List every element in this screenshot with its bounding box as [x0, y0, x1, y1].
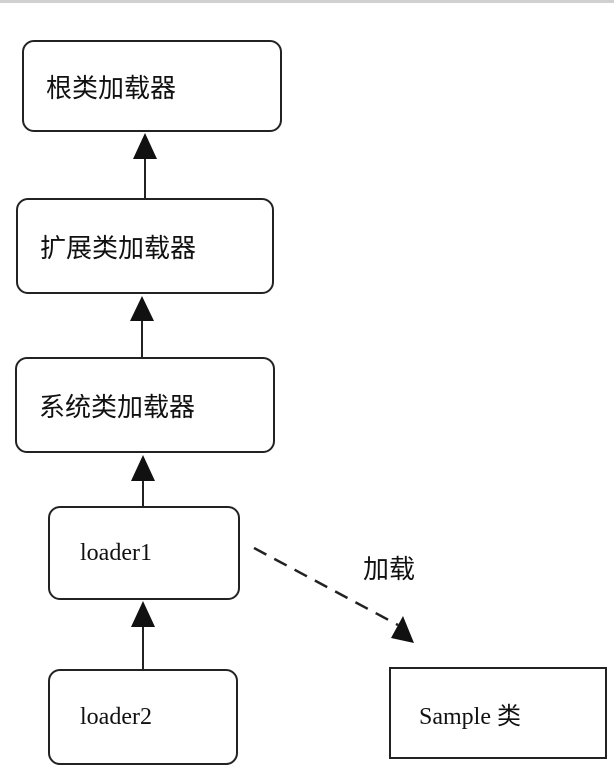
edge-l1-to-sys-arrowhead: [131, 455, 155, 481]
loader1-node: loader1: [48, 506, 240, 600]
extension-class-loader-label: 扩展类加载器: [40, 233, 197, 264]
loader1-label: loader1: [80, 539, 152, 566]
edge-ext-to-root-arrowhead: [133, 133, 157, 159]
system-class-loader-label: 系统类加载器: [39, 392, 196, 423]
root-class-loader-label: 根类加载器: [46, 73, 177, 104]
edge-l1-to-sample-arrowhead: [391, 616, 414, 643]
sample-class-node: Sample 类: [389, 667, 607, 759]
loader2-node: loader2: [48, 669, 238, 765]
load-edge-label: 加载: [363, 555, 416, 585]
system-class-loader-node: 系统类加载器: [15, 357, 275, 453]
edge-sys-to-ext-arrowhead: [130, 296, 154, 321]
top-border-line: [0, 0, 614, 3]
loader2-label: loader2: [80, 703, 152, 730]
edge-l2-to-l1-arrowhead: [131, 601, 155, 627]
edge-l1-to-sample-dashed-line: [253, 546, 399, 627]
root-class-loader-node: 根类加载器: [22, 40, 282, 132]
extension-class-loader-node: 扩展类加载器: [16, 198, 274, 294]
sample-class-label: Sample 类: [419, 703, 521, 730]
